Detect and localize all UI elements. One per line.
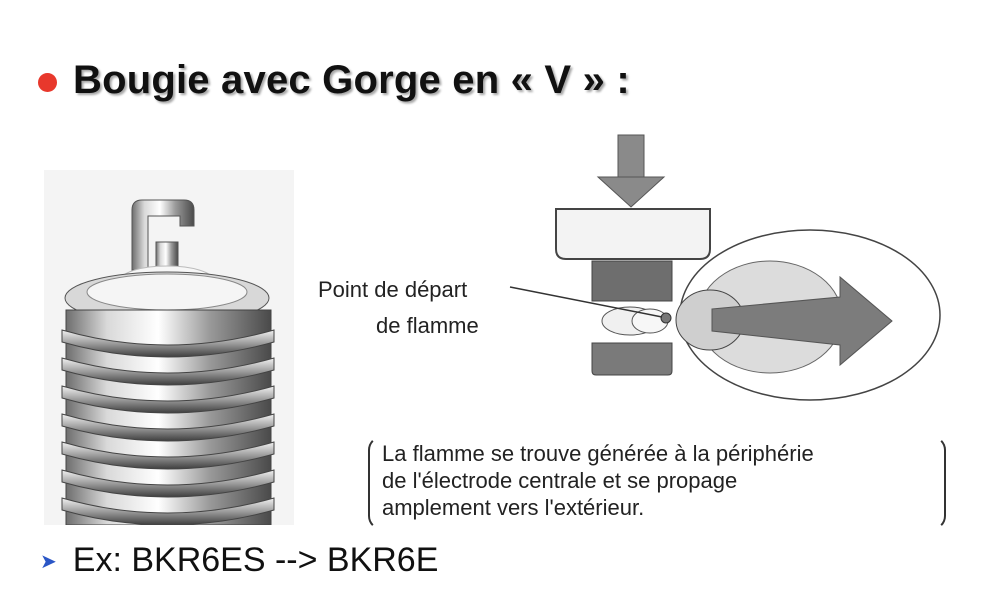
caption-box: La flamme se trouve générée à la périphé… [368, 436, 946, 530]
example-row: ➤ Ex: BKR6ES --> BKR6E [40, 541, 438, 580]
center-electrode-v-groove [591, 260, 673, 302]
slide-title: Bougie avec Gorge en « V » : [73, 58, 630, 102]
caption-line-3: amplement vers l'extérieur. [382, 495, 645, 520]
ignition-point [660, 312, 672, 324]
label-line2: de flamme [376, 313, 479, 338]
caption-bracket-left [368, 436, 384, 530]
bullet-dot-icon [38, 73, 57, 92]
caption-line-2: de l'électrode centrale et se propage [382, 468, 738, 493]
label-line1: Point de départ [318, 277, 467, 302]
down-arrow-icon [596, 134, 666, 208]
caption-line-1: La flamme se trouve générée à la périphé… [382, 441, 814, 466]
example-text: Ex: BKR6ES --> BKR6E [72, 541, 439, 579]
triangle-right-icon: ➤ [40, 551, 57, 573]
right-arrow-icon [711, 275, 893, 367]
lower-electrode-block [591, 342, 673, 376]
flame-propagation-diagram: Point de départ de flamme [318, 134, 941, 401]
upper-electrode-block [555, 208, 711, 260]
spark-plug-illustration [44, 170, 294, 525]
caption-bracket-right [930, 436, 946, 530]
caption-text: La flamme se trouve générée à la périphé… [382, 440, 942, 521]
title-row: Bougie avec Gorge en « V » : [38, 58, 630, 103]
